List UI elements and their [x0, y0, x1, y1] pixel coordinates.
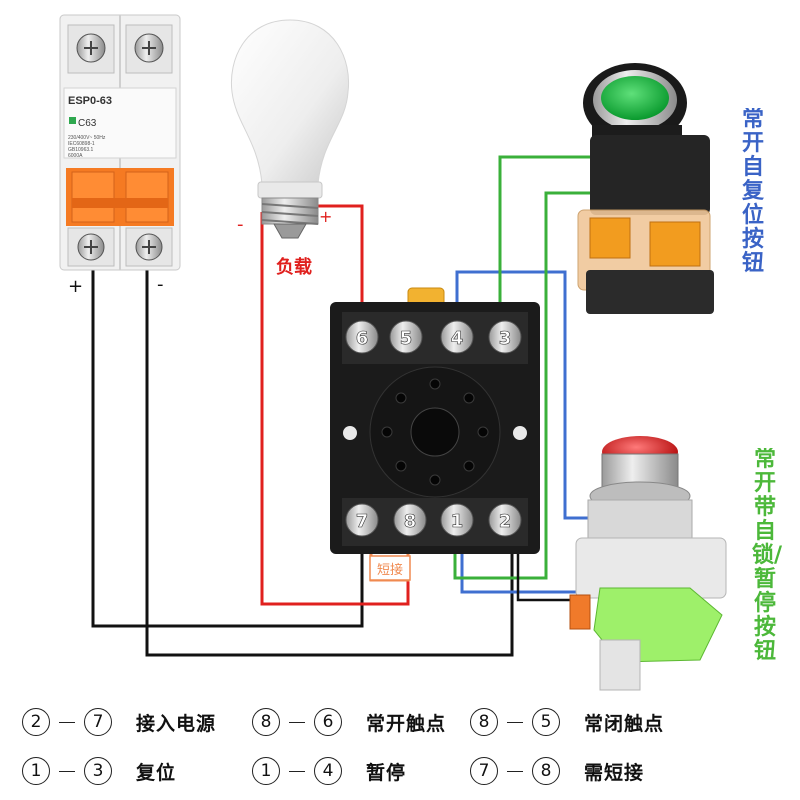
load-label: 负载 [276, 256, 312, 278]
terminal-bottom-3-label: 2 [499, 511, 512, 532]
breaker-model: ESP0-63 [68, 95, 112, 107]
breaker-spec-2: IEC60898-1 [68, 141, 95, 147]
legend-a: 1 [22, 757, 50, 785]
legend-item: 2 7 接入电源 [22, 708, 216, 736]
wire-blue-bottom [460, 540, 595, 594]
light-bulb: - + 负载 [230, 19, 350, 278]
terminal-bottom-1-label: 8 [404, 511, 417, 532]
terminal-bottom-2: 1 [440, 503, 474, 537]
bottom-terminals: 7 8 1 2 [345, 503, 522, 537]
breaker-minus-label: - [157, 274, 164, 295]
legend-text: 需短接 [584, 761, 645, 784]
legend-item: 1 4 暂停 [252, 757, 406, 785]
breaker-spec-1: 230/400V~ 50Hz [68, 135, 106, 141]
latching-push-button [569, 436, 727, 691]
legend-text: 复位 [136, 761, 177, 784]
bulb-plus-label: + [319, 207, 332, 226]
legend-b: 6 [314, 708, 342, 736]
breaker-spec-3: GB10963.1 [68, 147, 94, 153]
jumper-label: 短接 [377, 562, 403, 578]
terminal-top-0: 6 [345, 320, 379, 354]
wire-black-positive [91, 265, 364, 628]
legend-a: 8 [470, 708, 498, 736]
legend-b: 7 [84, 708, 112, 736]
terminal-bottom-0-label: 7 [356, 511, 369, 532]
bulb-minus-label: - [237, 214, 244, 235]
wire-blue-top [455, 270, 605, 520]
breaker-spec-4: 6000A [68, 153, 83, 159]
wire-green-bottom [453, 191, 590, 580]
legend-a: 1 [252, 757, 280, 785]
legend-item: 1 3 复位 [22, 757, 176, 785]
terminal-top-2-label: 4 [451, 328, 464, 349]
legend-item: 8 5 常闭触点 [470, 708, 664, 736]
legend-a: 7 [470, 757, 498, 785]
momentary-push-button [577, 63, 714, 314]
top-terminals: 6 5 4 3 [345, 320, 522, 354]
circuit-breaker: ESP0-63 C63 230/400V~ 50Hz IEC60898-1 GB… [59, 14, 181, 297]
wire-red-load-positive [315, 204, 364, 305]
breaker-rating: C63 [78, 118, 97, 129]
terminal-top-3: 3 [488, 320, 522, 354]
breaker-plus-label: + [68, 276, 83, 297]
legend-b: 8 [532, 757, 560, 785]
wire-green-top [498, 155, 595, 305]
breaker-toggle-right [125, 171, 169, 223]
legend-text: 常开触点 [366, 712, 447, 735]
legend-b: 4 [314, 757, 342, 785]
wire-black-negative [145, 265, 514, 657]
socket-pin-holes [381, 378, 489, 486]
terminal-top-2: 4 [440, 320, 474, 354]
legend-text: 常闭触点 [584, 712, 665, 735]
terminal-bottom-1: 8 [393, 503, 427, 537]
relay-base: 6 5 4 3 7 8 [330, 287, 540, 581]
green-button-cap [601, 76, 669, 120]
terminal-top-1: 5 [389, 320, 423, 354]
legend-b: 5 [532, 708, 560, 736]
legend-a: 8 [252, 708, 280, 736]
terminal-bottom-0: 7 [345, 503, 379, 537]
terminal-top-1-label: 5 [400, 328, 413, 349]
legend-b: 3 [84, 757, 112, 785]
wire-black-latch [516, 540, 580, 602]
terminal-top-0-label: 6 [356, 328, 369, 349]
breaker-toggle-left [71, 171, 115, 223]
terminal-top-3-label: 3 [499, 328, 512, 349]
terminal-bottom-2-label: 1 [451, 511, 464, 532]
momentary-button-label: 常开自复位按钮 [741, 108, 764, 276]
legend-text: 接入电源 [136, 712, 217, 735]
legend-item: 7 8 需短接 [470, 757, 644, 785]
legend-a: 2 [22, 708, 50, 736]
wires [91, 155, 605, 657]
terminal-bottom-3: 2 [488, 503, 522, 537]
legend-text: 暂停 [366, 761, 407, 784]
legend-item: 8 6 常开触点 [252, 708, 446, 736]
latching-button-label: 常开带自锁/暂停按钮 [752, 448, 783, 664]
